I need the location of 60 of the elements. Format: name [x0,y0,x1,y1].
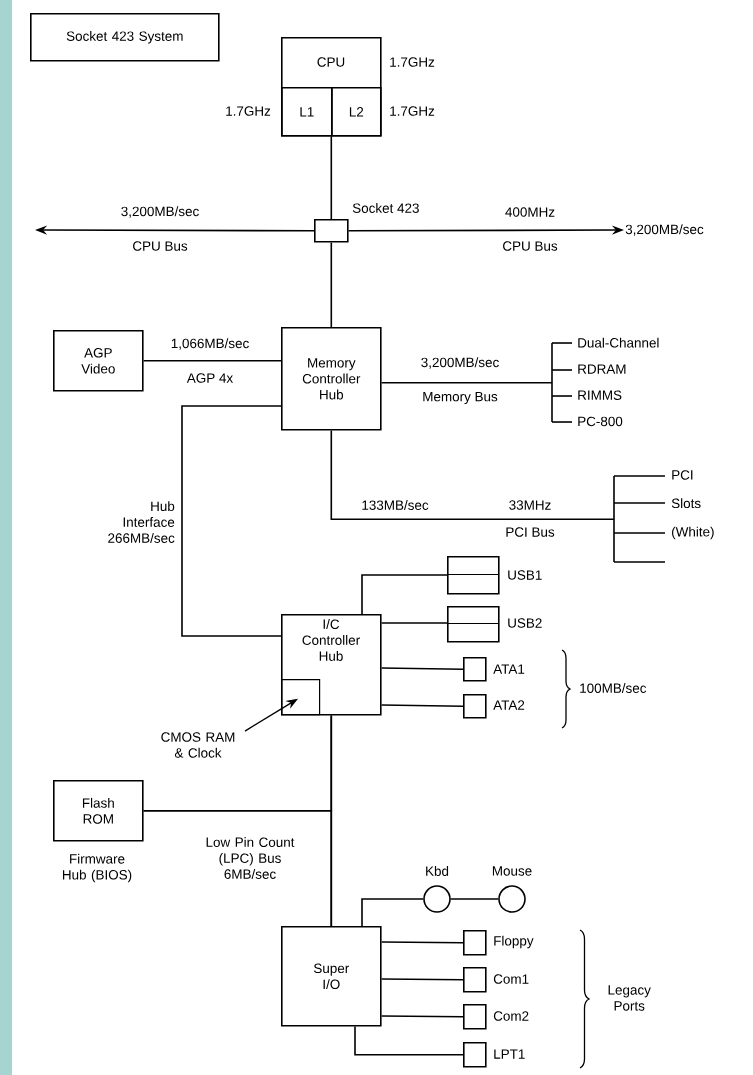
edge-label: 133MB/sec [360,499,430,511]
bus-line [354,1025,464,1056]
bus-line [142,360,282,362]
bus-line [380,381,553,384]
caption-text: Firmware Hub (BIOS) [63,853,132,883]
bus-line [380,667,464,671]
inner-box [281,679,321,716]
edge-label: 400MHz [503,206,557,218]
bus-label: AGP 4x [186,373,233,383]
port-label: Kbd [426,866,449,876]
port-label: Mouse [492,866,532,876]
component-box: AGP Video [53,330,144,392]
bus-line [380,978,464,981]
edge-label: Low Pin Count (LPC) Bus 6MB/sec [194,836,306,880]
title-box: Socket 423 System [30,13,220,62]
bus-line [330,429,615,520]
bus-line [361,898,424,927]
callout-text: CMOS RAM & Clock [161,732,235,758]
speed-label: 1.7GHz [226,106,271,116]
bus-label: 100MB/sec [580,683,647,693]
bus-line [181,405,282,637]
bus-line [361,574,448,615]
slot-comb-drawing: Dual-Channel RDRAM RIMMS PC-800 [551,337,659,427]
cache-box: L1 [281,87,333,137]
component-box: Memory Controller Hub [281,327,382,431]
bus-label: 3,200MB/sec [625,224,704,236]
slot-comb-drawing: PCI Slots (White) [613,470,714,563]
bus-label: Legacy Ports [608,985,651,1011]
bus-line [380,622,448,624]
port-label: ATA2 [493,700,525,710]
edge-label: 3,200MB/sec [419,356,501,370]
component-box: Flash ROM [53,780,144,842]
port-label: LPT1 [494,1049,525,1059]
bus-line [330,135,333,220]
bus-line [450,898,499,900]
port-label: Com2 [493,1011,529,1021]
port-label: Com1 [493,974,529,984]
edge-label: 3,200MB/sec [119,205,201,219]
bus-line [142,810,333,927]
edge-label: Hub Interface 266MB/sec [93,500,176,544]
port-label: USB2 [508,618,542,628]
bus-label: PCI Bus [506,527,555,537]
socket-label: Socket 423 [352,203,419,213]
component-box: I/C Controller Hub [281,614,382,716]
port-label: USB1 [508,570,542,580]
bus-line [330,241,333,328]
bus-line [380,704,464,708]
component-box: Super I/O [281,926,382,1027]
bus-label: Memory Bus [423,392,498,405]
cache-box: L2 [331,87,382,137]
bus-label: CPU Bus [503,241,558,251]
bus-line [380,1015,464,1018]
port-label: Floppy [494,935,534,949]
bus-line [380,941,464,944]
bus-label: 33MHz [509,500,551,510]
edge-label: 1,066MB/sec [169,337,251,351]
speed-label: 1.7GHz [390,57,435,67]
speed-label: 1.7GHz [390,106,435,116]
bus-label: CPU Bus [133,241,188,251]
port-label: ATA1 [493,664,525,674]
